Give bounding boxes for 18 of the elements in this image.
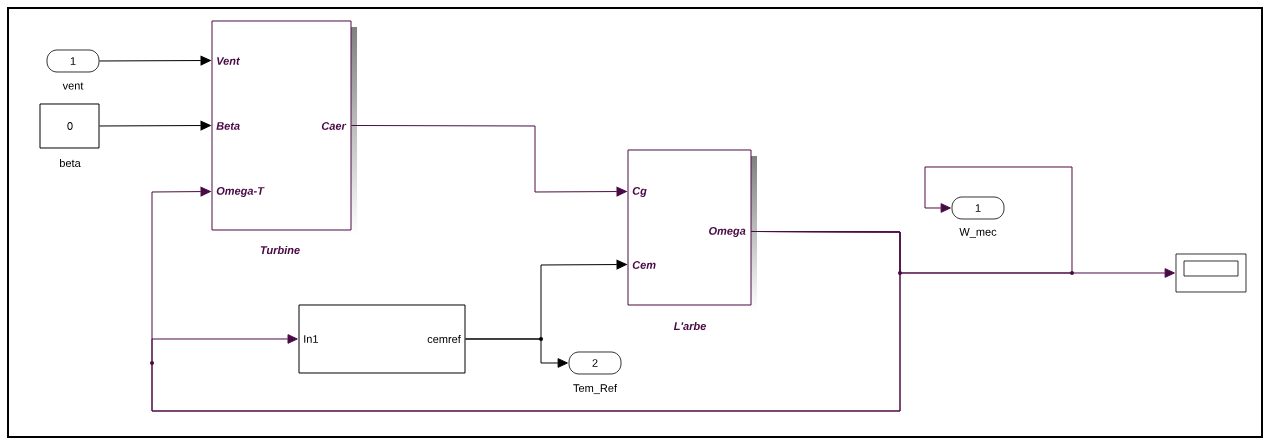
port-label: cemref bbox=[427, 334, 461, 344]
signal-line bbox=[465, 338, 568, 368]
signal-line bbox=[351, 125, 627, 197]
scope-block bbox=[1175, 253, 1247, 293]
block-label: vent bbox=[62, 82, 84, 90]
block-label: Tem_Ref bbox=[573, 383, 618, 395]
signal-line bbox=[98, 55, 211, 66]
port-label: 0 bbox=[67, 122, 73, 130]
block-label: W_mec bbox=[959, 228, 997, 238]
port-label: 2 bbox=[592, 359, 598, 367]
signal-line bbox=[151, 231, 901, 412]
port-label: 1 bbox=[70, 57, 76, 65]
signal-line bbox=[99, 120, 211, 131]
block-label: Turbine bbox=[260, 245, 300, 255]
block-label: beta bbox=[60, 158, 81, 168]
block-label: L'arbe bbox=[673, 321, 706, 331]
port-label: In1 bbox=[304, 335, 318, 343]
port-label: 1 bbox=[975, 204, 981, 212]
